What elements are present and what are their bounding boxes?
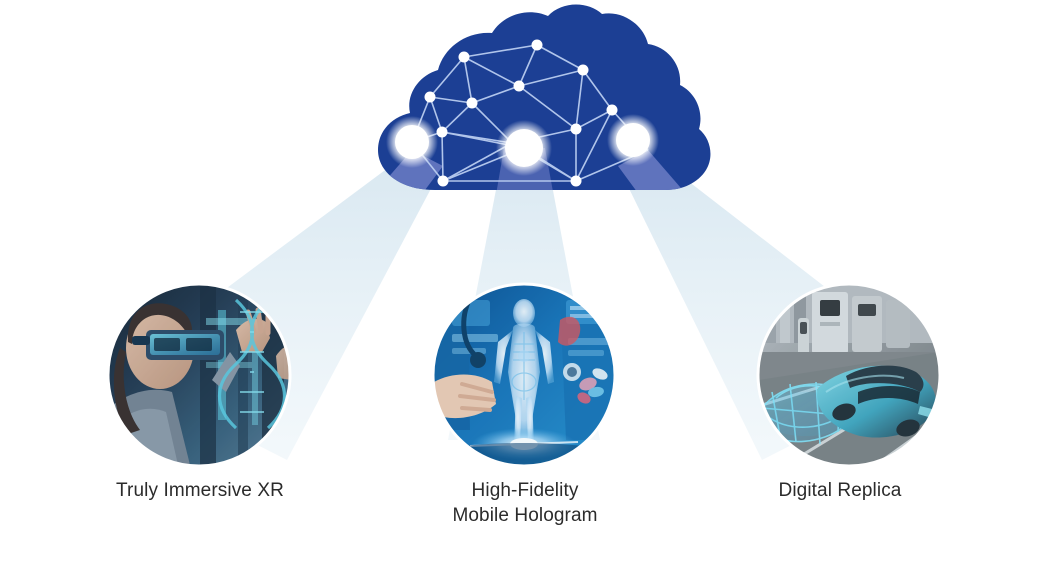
network-node [606,104,618,116]
network-node [437,175,449,187]
use-case-ring [431,282,617,468]
use-case-label-high-fidelity-mobile-hologram: High-Fidelity Mobile Hologram [452,480,598,526]
network-cloud [378,4,711,190]
use-case-ring [756,282,942,468]
use-case-label-digital-replica: Digital Replica [778,480,902,501]
network-node [458,51,470,63]
network-node [424,91,436,103]
cloud-beam-wedge-right [618,150,700,190]
use-case-ring [106,282,292,468]
cloud-emitter-nodes [386,114,659,176]
network-node [570,175,582,187]
use-case-image-digital-replica [756,282,942,468]
use-case-label-truly-immersive-xr: Truly Immersive XR [116,480,284,501]
emitter-node-center [505,129,543,167]
use-case-image-xr [106,282,292,468]
network-node [513,80,525,92]
network-node [577,64,589,76]
network-node [531,39,543,51]
cloud-beam-wedge-left [378,150,443,190]
emitter-node-left [395,125,429,159]
network-node [436,126,448,138]
network-node [570,123,582,135]
cloud-network-nodes [424,39,618,187]
use-case-image-hologram [431,282,617,468]
emitter-node-right [616,123,650,157]
network-node [466,97,478,109]
